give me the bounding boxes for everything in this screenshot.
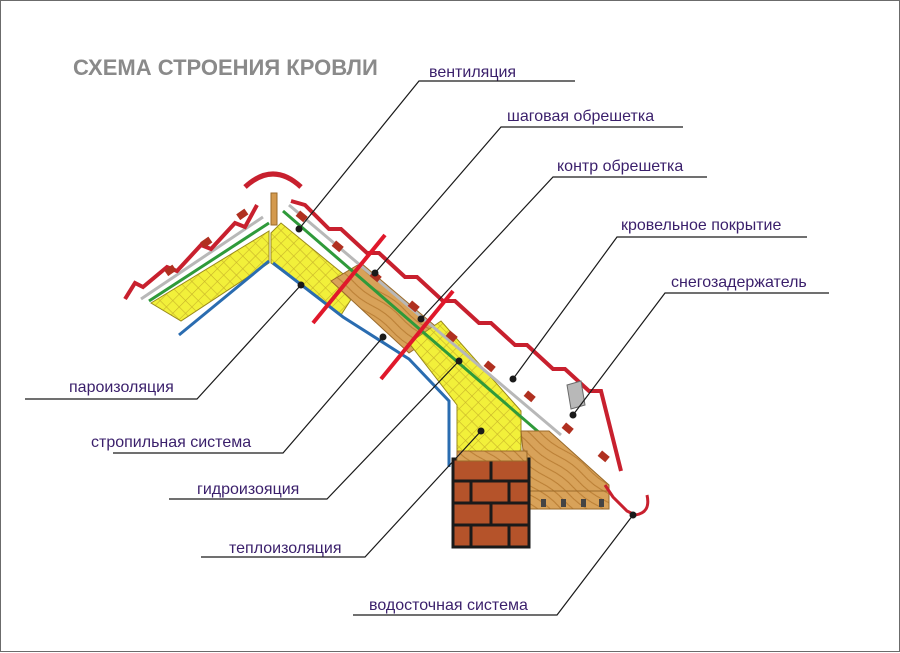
snow-guard-bracket	[566, 380, 586, 410]
callout-gutter-system: водосточная система	[353, 511, 637, 616]
diagram-title: СХЕМА СТРОЕНИЯ КРОВЛИ	[73, 55, 378, 80]
batten-right-6	[483, 360, 496, 373]
eave	[520, 430, 650, 517]
callout-counter-batten: контр обрешетка	[417, 158, 707, 323]
left-slope	[123, 204, 270, 337]
brick-joints	[453, 459, 529, 547]
callouts-left: пароизоляция стропильная система гидроиз…	[25, 281, 637, 616]
counter-batten-right	[288, 203, 562, 437]
batten-right-9	[597, 450, 610, 463]
label-waterproofing: гидроизояция	[197, 481, 299, 498]
metal-sheet-left	[140, 215, 264, 301]
soffit-vent-3	[581, 499, 586, 507]
gutter	[603, 484, 650, 517]
label-roof-covering: кровельное покрытие	[621, 217, 781, 234]
callouts-right: вентиляция шаговая обрешетка контр обреш…	[295, 64, 829, 419]
callout-insulation: теплоизоляция	[201, 427, 485, 558]
callout-roof-covering: кровельное покрытие	[509, 217, 807, 383]
batten-right-8	[561, 422, 574, 435]
batten-left-2	[200, 236, 213, 249]
cut-mark-upper	[311, 233, 387, 325]
soffit-vent-4	[599, 499, 604, 507]
callout-vapor-barrier: пароизоляция	[25, 281, 305, 400]
callout-rafter-system: стропильная система	[91, 333, 387, 454]
callout-step-batten: шаговая обрешетка	[371, 108, 683, 277]
membrane-left	[148, 221, 270, 303]
roof-tiles-left	[123, 204, 259, 301]
membrane-right	[282, 209, 550, 443]
label-ventilation: вентиляция	[429, 64, 516, 81]
batten-right-1	[295, 210, 308, 223]
cut-mark-lower	[379, 289, 455, 381]
label-snow-guard: снегозадержатель	[671, 274, 807, 291]
insulation-left	[150, 230, 270, 322]
label-rafter-system: стропильная система	[91, 434, 251, 451]
label-counter-batten: контр обрешетка	[557, 158, 683, 175]
ridge-post	[270, 192, 278, 226]
step-battens-right	[295, 210, 610, 463]
soffit-vent-2	[561, 499, 566, 507]
label-vapor-barrier: пароизоляция	[69, 379, 174, 396]
batten-right-7	[523, 390, 536, 403]
label-step-batten: шаговая обрешетка	[507, 108, 654, 125]
soffit-vents	[541, 499, 604, 507]
callout-ventilation: вентиляция	[295, 64, 575, 233]
eave-board	[520, 430, 610, 510]
label-gutter-system: водосточная система	[369, 597, 528, 614]
brick-wall	[451, 450, 531, 549]
mauerlat	[456, 450, 528, 462]
ridge	[243, 171, 303, 226]
label-insulation: теплоизоляция	[229, 540, 342, 557]
ridge-cap	[243, 171, 303, 189]
callout-snow-guard: снегозадержатель	[569, 274, 829, 419]
roof-tiles-right	[290, 199, 623, 472]
section-cut-marks	[311, 233, 455, 381]
batten-left-1	[164, 264, 177, 277]
batten-left-3	[236, 208, 249, 221]
callout-waterproofing: гидроизояция	[169, 357, 463, 500]
right-slope	[270, 199, 623, 472]
batten-right-2	[331, 240, 344, 253]
batten-right-5	[445, 330, 458, 343]
vapor-barrier-left	[178, 259, 270, 337]
soffit-vent-1	[541, 499, 546, 507]
vapor-barrier-right	[272, 261, 451, 467]
batten-right-4	[407, 300, 420, 313]
